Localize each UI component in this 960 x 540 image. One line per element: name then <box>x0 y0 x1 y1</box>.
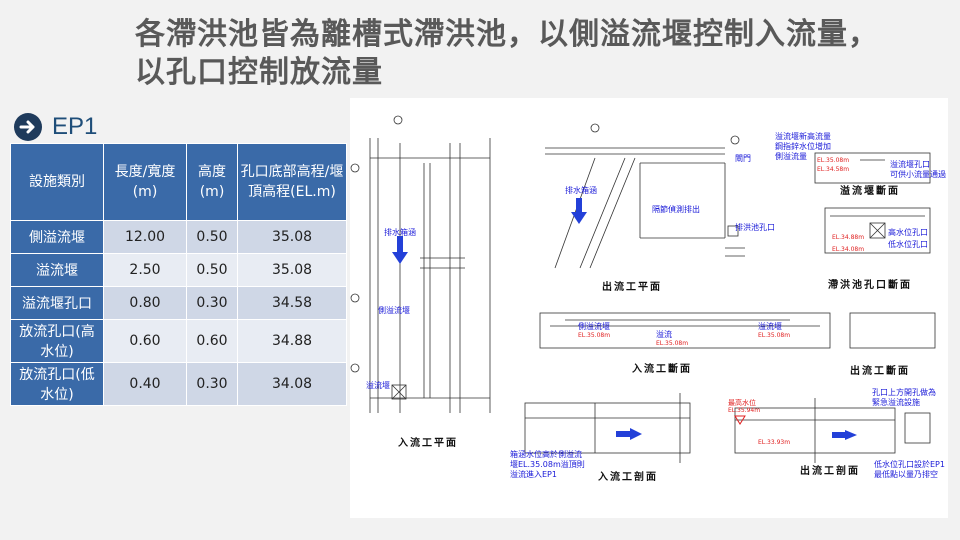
header-elevation: 孔口底部高程/堰頂高程(EL.m) <box>237 143 347 221</box>
annotation-low-orifice-note: 低水位孔口設於EP1 最低點以量乃排空 <box>874 460 945 479</box>
row-elevation: 35.08 <box>237 253 347 287</box>
header-facility-type: 設施類別 <box>10 143 104 221</box>
caption-outflow-section: 出流工斷面 <box>850 366 910 377</box>
elevation-1: EL.35.08m <box>817 157 850 164</box>
annotation-overflow-weir: 溢流堰 <box>366 381 390 390</box>
drawing-linework <box>350 115 936 463</box>
ep-section-header: EP1 <box>14 113 97 141</box>
annotation-orifice-note: 孔口上方開孔做為 緊急溢流設施 <box>872 388 936 407</box>
annotation-ditch-note: 箱涵水位高於側溢流 堰EL.35.08m溢頂則 溢流進入EP1 <box>510 450 585 479</box>
elevation-7: EL.35.08m <box>758 332 791 339</box>
row-elevation: 34.08 <box>237 362 347 406</box>
caption-overflow-weir-section: 溢流堰斷面 <box>840 186 900 197</box>
table-row: 溢流堰 2.50 0.50 35.08 <box>10 253 347 287</box>
table-header-row: 設施類別 長度/寬度(m) 高度(m) 孔口底部高程/堰頂高程(EL.m) <box>10 143 347 221</box>
row-elevation: 34.88 <box>237 319 347 363</box>
row-length: 12.00 <box>103 220 187 254</box>
annotation-weir-flow-note: 溢流堰新高流量 鋼指鋅水位增加 側溢流量 <box>775 132 831 161</box>
elevation-8: EL.35.94m <box>728 407 761 414</box>
row-height: 0.50 <box>186 220 238 254</box>
title-line-2: 以孔口控制放流量 <box>135 55 383 90</box>
caption-pond-orifice-section: 滯洪池孔口斷面 <box>828 280 912 291</box>
caption-inflow-profile: 入流工剖面 <box>598 472 658 483</box>
annotation-pond-orifice: 排洪池孔口 <box>735 223 775 232</box>
row-name: 溢流堰 <box>10 253 104 287</box>
row-name: 側溢流堰 <box>10 220 104 254</box>
slide-title: 各滯洪池皆為離槽式滯洪池，以側溢流堰控制入流量， 以孔口控制放流量 <box>135 16 935 92</box>
elevation-6: EL.35.08m <box>656 340 689 347</box>
row-height: 0.50 <box>186 253 238 287</box>
annotation-high-orifice: 高水位孔口 <box>888 228 928 237</box>
row-height: 0.30 <box>186 286 238 320</box>
row-length: 0.40 <box>103 362 187 406</box>
annotation-gate: 閘門 <box>735 154 751 163</box>
facility-spec-table: 設施類別 長度/寬度(m) 高度(m) 孔口底部高程/堰頂高程(EL.m) 側溢… <box>10 143 347 406</box>
engineering-drawing: 排水箱涵 側溢流堰 溢流堰 入流工平面 排水箱涵 隔節偵測排出 閘門 排洪池孔口… <box>350 98 948 518</box>
annotation-overflow-3: 溢流堰 <box>758 322 782 331</box>
caption-outflow-plan: 出流工平面 <box>602 282 662 293</box>
annotation-low-orifice: 低水位孔口 <box>888 240 928 249</box>
row-length: 0.80 <box>103 286 187 320</box>
annotation-side-weir: 側溢流堰 <box>378 306 410 315</box>
header-length-width: 長度/寬度(m) <box>103 143 187 221</box>
elevation-3: EL.34.88m <box>832 234 865 241</box>
row-height: 0.30 <box>186 362 238 406</box>
row-elevation: 34.58 <box>237 286 347 320</box>
caption-inflow-plan: 入流工平面 <box>398 438 458 449</box>
row-length: 2.50 <box>103 253 187 287</box>
table-row: 溢流堰孔口 0.80 0.30 34.58 <box>10 286 347 320</box>
annotation-side-weir-2: 側溢流堰 <box>578 322 610 331</box>
row-name: 溢流堰孔口 <box>10 286 104 320</box>
table-row: 放流孔口(高水位) 0.60 0.60 34.88 <box>10 319 347 363</box>
annotation-drain-ditch: 排水箱涵 <box>384 228 416 237</box>
annotation-max-water: 最高水位 <box>728 399 756 407</box>
title-line-1: 各滯洪池皆為離槽式滯洪池，以側溢流堰控制入流量， <box>135 17 879 52</box>
elevation-9: EL.33.93m <box>758 439 791 446</box>
caption-inflow-section: 入流工斷面 <box>632 364 692 375</box>
annotation-weir-orifice-note: 溢流堰孔口 可供小流量通過 <box>890 160 946 179</box>
row-name: 放流孔口(低水位) <box>10 362 104 406</box>
annotation-drain-ditch-2: 排水箱涵 <box>565 186 597 195</box>
row-length: 0.60 <box>103 319 187 363</box>
annotation-sediment: 隔節偵測排出 <box>652 205 700 214</box>
elevation-2: EL.34.58m <box>817 166 850 173</box>
annotation-overflow-2: 溢流 <box>656 330 672 339</box>
row-elevation: 35.08 <box>237 220 347 254</box>
arrow-right-icon <box>14 113 42 141</box>
table-row: 側溢流堰 12.00 0.50 35.08 <box>10 220 347 254</box>
header-height: 高度(m) <box>186 143 238 221</box>
elevation-4: EL.34.08m <box>832 246 865 253</box>
table-row: 放流孔口(低水位) 0.40 0.30 34.08 <box>10 362 347 406</box>
elevation-5: EL.35.08m <box>578 332 611 339</box>
row-name: 放流孔口(高水位) <box>10 319 104 363</box>
caption-outflow-profile: 出流工剖面 <box>800 466 860 477</box>
row-height: 0.60 <box>186 319 238 363</box>
ep-label: EP1 <box>52 113 98 140</box>
